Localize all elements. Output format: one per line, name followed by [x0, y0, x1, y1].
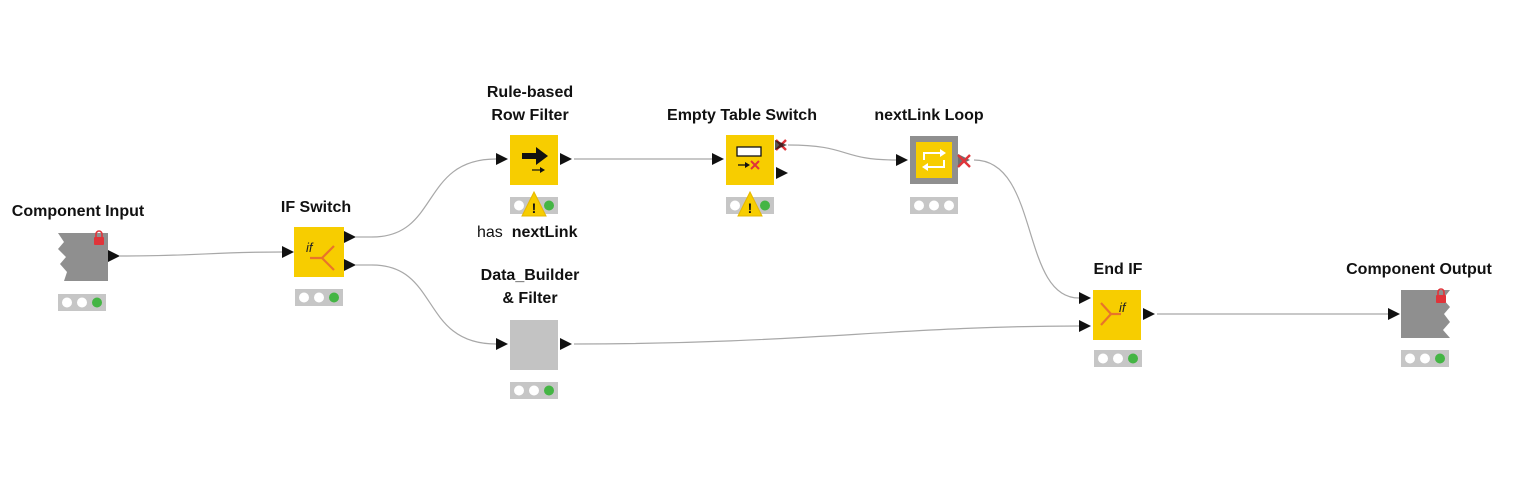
output-port[interactable]: [1143, 308, 1155, 320]
output-port[interactable]: [560, 338, 572, 350]
input-port[interactable]: [1388, 308, 1400, 320]
output-port[interactable]: [560, 153, 572, 165]
connection-input-to-ifswitch[interactable]: [119, 251, 283, 257]
label-line-2: Row Filter: [491, 107, 569, 124]
rule-filter-icon: [522, 147, 548, 173]
output-port[interactable]: [776, 167, 788, 179]
label-line-1: Data_Builder: [480, 267, 580, 284]
node-if-switch[interactable]: if: [282, 227, 372, 306]
output-port-bottom[interactable]: [344, 259, 356, 271]
node-label-rule-based-row-filter[interactable]: Rule-based Row Filter: [487, 81, 573, 127]
status-traffic-light: [58, 294, 106, 311]
status-traffic-light: [1401, 350, 1449, 367]
input-port[interactable]: [282, 246, 294, 258]
if-switch-icon: if: [306, 240, 335, 271]
connection-databuilder-to-endif[interactable]: [573, 325, 1080, 345]
loop-icon: [922, 149, 946, 171]
node-rule-based-row-filter[interactable]: !: [496, 135, 572, 217]
input-port[interactable]: [712, 153, 724, 165]
label-line-1: Rule-based: [486, 84, 574, 101]
warning-icon: !: [737, 190, 763, 217]
node-label-if-switch[interactable]: IF Switch: [280, 199, 352, 216]
node-component-input[interactable]: [58, 230, 120, 311]
metanode-icon: [510, 320, 558, 370]
input-port[interactable]: [896, 154, 908, 166]
connection-ifswitch-to-databuilder[interactable]: [371, 264, 497, 345]
annotation-word-has: has: [477, 224, 503, 241]
node-data-builder-filter[interactable]: [496, 320, 572, 399]
status-traffic-light: [295, 289, 343, 306]
annotation-word-nextlink: nextLink: [511, 224, 578, 241]
label-line-2: & Filter: [502, 290, 558, 307]
node-component-output[interactable]: [1388, 288, 1450, 367]
status-traffic-light: [910, 197, 958, 214]
connection-loop-to-endif[interactable]: [973, 159, 1080, 299]
connection-emptyswitch-to-loop[interactable]: [787, 144, 897, 161]
input-port[interactable]: [496, 153, 508, 165]
node-label-end-if[interactable]: End IF: [1093, 261, 1143, 278]
node-end-if[interactable]: if: [1079, 290, 1155, 367]
svg-text:if: if: [1119, 300, 1127, 315]
node-label-nextlink-loop[interactable]: nextLink Loop: [874, 107, 984, 124]
svg-text:!: !: [748, 200, 753, 216]
input-port[interactable]: [496, 338, 508, 350]
inactive-output-port-icon[interactable]: [957, 154, 971, 168]
node-label-component-input[interactable]: Component Input: [11, 203, 145, 220]
output-port-top[interactable]: [344, 231, 356, 243]
workflow-annotation[interactable]: has nextLink: [477, 224, 577, 242]
warning-icon: !: [521, 190, 547, 217]
node-label-data-builder-filter[interactable]: Data_Builder & Filter: [481, 264, 580, 310]
node-nextlink-loop[interactable]: [896, 136, 971, 214]
status-traffic-light: [510, 382, 558, 399]
empty-table-switch-icon: [736, 146, 762, 170]
status-traffic-light: [1094, 350, 1142, 367]
connection-ifswitch-to-rulefilter[interactable]: [371, 158, 497, 238]
output-port[interactable]: [108, 250, 120, 262]
svg-text:if: if: [306, 240, 314, 255]
end-if-icon: if: [1100, 300, 1127, 326]
lock-icon: [94, 237, 104, 245]
input-port-bottom[interactable]: [1079, 320, 1091, 332]
node-label-empty-table-switch[interactable]: Empty Table Switch: [667, 107, 817, 124]
node-label-component-output[interactable]: Component Output: [1346, 261, 1492, 278]
input-port-top[interactable]: [1079, 292, 1091, 304]
svg-text:!: !: [532, 200, 537, 216]
lock-icon: [1436, 295, 1446, 303]
node-empty-table-switch[interactable]: !: [712, 135, 788, 217]
